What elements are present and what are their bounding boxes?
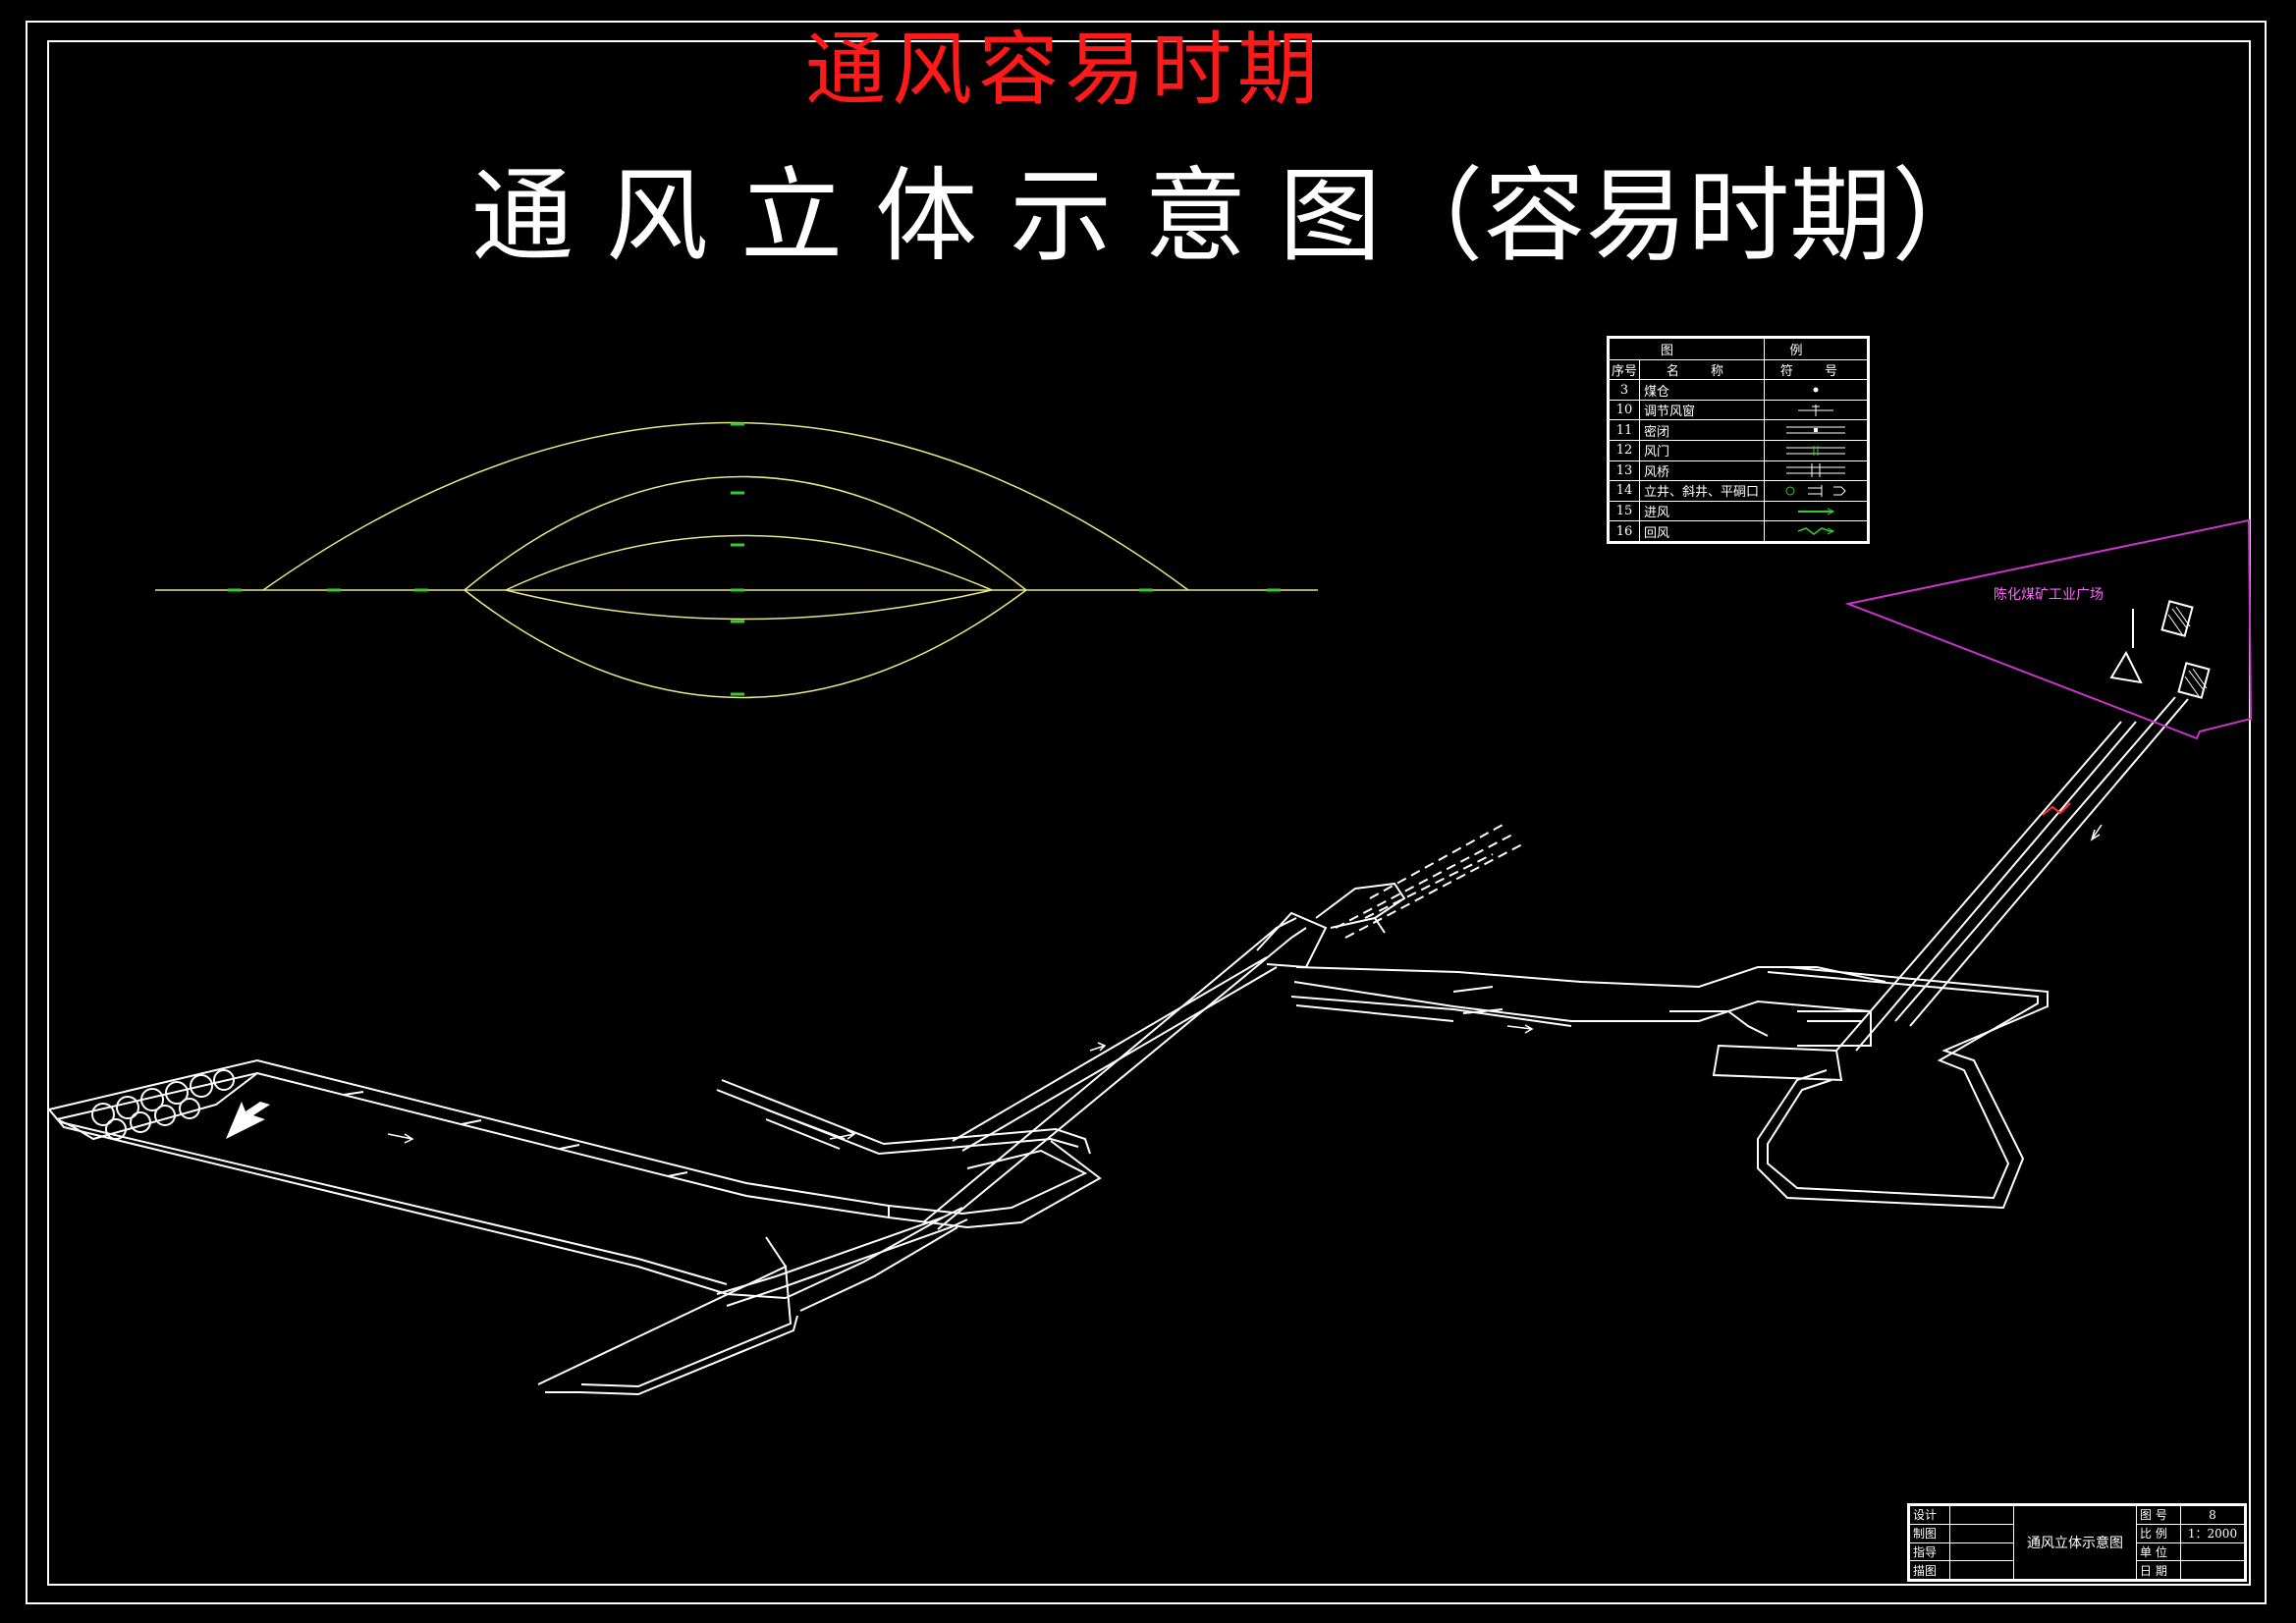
legend-row: 13 风桥 [1609, 460, 1868, 482]
gob-area [56, 1072, 258, 1141]
legend-row: 11 密闭 [1609, 419, 1868, 441]
role-drafting: 制图 [1909, 1523, 1950, 1543]
main-title: 通 风 立 体 示 意 图（容易时期） [471, 156, 1995, 276]
industrial-square-outline [1844, 518, 2253, 740]
industrial-square-label: 陈化煤矿工业广场 [1994, 586, 2104, 603]
legend-table: 图 例 序号 名 称 符 号 3 煤仓 10 调节风窗 11 密闭 12 风门 [1607, 336, 1870, 544]
role-design: 设计 [1909, 1505, 1950, 1525]
legend-header-right: 例 [1764, 338, 1868, 360]
schematic-outer-arc [262, 421, 1189, 591]
drawing-outer-frame [26, 21, 2267, 1604]
schematic-arc-2 [464, 475, 1027, 591]
return-arrow-icon [1797, 527, 1835, 536]
legend-col-symbol: 符 号 [1764, 358, 1868, 381]
air-door-icon [1786, 445, 1845, 456]
legend-row: 15 进风 [1609, 500, 1868, 522]
seal-icon [1786, 426, 1845, 434]
role-supervisor: 指导 [1909, 1542, 1950, 1562]
drawing-name: 通风立体示意图 [2013, 1505, 2137, 1580]
air-bridge-icon [1786, 463, 1845, 478]
intake-arrow-icon [1798, 508, 1835, 515]
drawing-number: 8 [2180, 1505, 2245, 1525]
drawing-scale: 1：2000 [2180, 1523, 2245, 1543]
role-tracing: 描图 [1909, 1560, 1950, 1580]
legend-col-name: 名 称 [1639, 358, 1765, 381]
legend-row: 14 立井、斜井、平硐口 [1609, 480, 1868, 502]
roadway-flow-arrows [387, 824, 2103, 1144]
dot-icon [1813, 387, 1819, 393]
return-roadway-upper [48, 1058, 890, 1219]
legend-col-no: 序号 [1609, 358, 1640, 381]
title-block: 设计 通风立体示意图 图 号 8 制图 比 例 1：2000 指导 单 位 描图… [1907, 1503, 2247, 1582]
legend-row: 16 回风 [1609, 520, 1868, 542]
schematic-flow-arrows [228, 422, 1281, 696]
schematic-arc-5 [464, 589, 1027, 699]
legend-row: 3 煤仓 [1609, 379, 1868, 401]
shaft-mouth-icon [1785, 484, 1846, 497]
schematic-arc-4 [505, 589, 993, 621]
red-title: 通风容易时期 [804, 24, 1324, 117]
ventilation-network-schematic [155, 421, 1318, 699]
drawing-inner-frame [47, 40, 2251, 1586]
legend-row: 10 调节风窗 [1609, 399, 1868, 421]
mine-roadways [48, 600, 2211, 1396]
schematic-arc-3 [505, 534, 993, 591]
legend-header-left: 图 [1609, 338, 1765, 360]
legend-row: 12 风门 [1609, 440, 1868, 461]
regulator-window-icon [1798, 404, 1833, 416]
